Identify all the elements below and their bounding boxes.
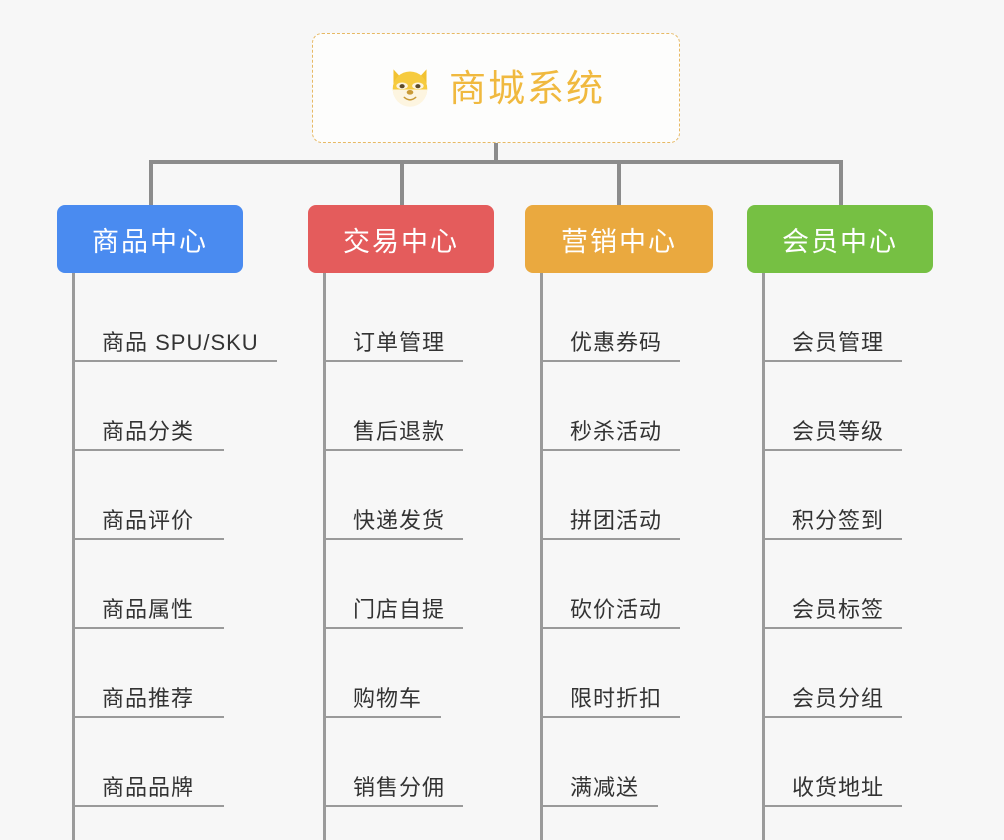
- leaf-label: 商品属性: [102, 596, 195, 622]
- leaf-label: 优惠券码: [570, 329, 663, 355]
- leaf-label: 砍价活动: [570, 596, 663, 622]
- leaf-label: 商品分类: [102, 418, 195, 444]
- branch-marketing-center: 营销中心 优惠券码 秒杀活动 拼团活动 砍价活动 限时折扣: [525, 205, 713, 840]
- leaf-label: 会员标签: [792, 596, 885, 622]
- leaf-rule: [762, 538, 902, 540]
- connector-drop-4: [839, 160, 843, 207]
- leaf-label: 商品推荐: [102, 685, 195, 711]
- leaf-label: 积分签到: [792, 507, 885, 533]
- leaf-rule: [540, 716, 680, 718]
- leaf-item[interactable]: 积分签到: [747, 451, 933, 540]
- leaf-item[interactable]: 商品评价: [57, 451, 259, 540]
- leaf-rule: [540, 360, 680, 362]
- leaf-item[interactable]: 订单管理: [308, 273, 494, 362]
- leaf-item[interactable]: 满减送: [525, 718, 713, 807]
- leaf-item[interactable]: 销售分佣: [308, 718, 494, 807]
- leaf-rule: [72, 805, 224, 807]
- branch-header-marketing-center[interactable]: 营销中心: [525, 205, 713, 273]
- root-title: 商城系统: [449, 67, 605, 109]
- connector-bus: [149, 160, 843, 164]
- leaf-item[interactable]: 收货地址: [747, 718, 933, 807]
- branch-member-center: 会员中心 会员管理 会员等级 积分签到 会员标签 会员分组: [747, 205, 933, 840]
- leaf-item[interactable]: 优惠券码: [525, 273, 713, 362]
- trunk-line: [72, 273, 75, 840]
- leaf-label: 秒杀活动: [570, 418, 663, 444]
- connector-stem: [494, 143, 498, 163]
- branch-header-product-center[interactable]: 商品中心: [57, 205, 243, 273]
- leaf-item[interactable]: 商品 SPU/SKU: [57, 273, 277, 362]
- leaf-item[interactable]: 秒杀活动: [525, 362, 713, 451]
- leaf-rule: [323, 360, 463, 362]
- connector-drop-2: [400, 160, 404, 207]
- leaf-list-trade-center: 订单管理 售后退款 快递发货 门店自提 购物车 销售分佣: [308, 273, 494, 840]
- shiba-dog-face-icon: [392, 69, 428, 107]
- leaf-rule: [323, 627, 463, 629]
- leaf-label: 满减送: [570, 774, 640, 800]
- connector-drop-3: [617, 160, 621, 207]
- leaf-rule: [72, 360, 277, 362]
- leaf-label: 会员等级: [792, 418, 885, 444]
- leaf-list-product-center: 商品 SPU/SKU 商品分类 商品评价 商品属性 商品推荐 商品品牌: [57, 273, 277, 840]
- leaf-label: 购物车: [353, 685, 423, 711]
- leaf-item[interactable]: 会员分组: [747, 629, 933, 718]
- leaf-rule: [72, 449, 224, 451]
- leaf-rule: [323, 449, 463, 451]
- branch-product-center: 商品中心 商品 SPU/SKU 商品分类 商品评价 商品属性 商品推荐: [57, 205, 277, 840]
- leaf-label: 会员分组: [792, 685, 885, 711]
- leaf-item[interactable]: 限时折扣: [525, 629, 713, 718]
- leaf-label: 订单管理: [353, 329, 446, 355]
- trunk-line: [323, 273, 326, 840]
- leaf-item[interactable]: 会员等级: [747, 362, 933, 451]
- leaf-rule: [540, 538, 680, 540]
- leaf-item[interactable]: 商品品牌: [57, 718, 259, 807]
- leaf-label: 售后退款: [353, 418, 446, 444]
- leaf-rule: [72, 716, 224, 718]
- branch-header-member-center[interactable]: 会员中心: [747, 205, 933, 273]
- leaf-rule: [762, 627, 902, 629]
- leaf-rule: [762, 360, 902, 362]
- leaf-label: 销售分佣: [353, 774, 446, 800]
- leaf-label: 商品评价: [102, 507, 195, 533]
- trunk-line: [540, 273, 543, 840]
- leaf-label: 限时折扣: [570, 685, 663, 711]
- leaf-list-member-center: 会员管理 会员等级 积分签到 会员标签 会员分组 收货地址: [747, 273, 933, 840]
- branch-header-trade-center[interactable]: 交易中心: [308, 205, 494, 273]
- leaf-label: 商品品牌: [102, 774, 195, 800]
- leaf-rule: [323, 538, 463, 540]
- leaf-item[interactable]: 砍价活动: [525, 540, 713, 629]
- branch-trade-center: 交易中心 订单管理 售后退款 快递发货 门店自提 购物车: [308, 205, 494, 840]
- leaf-rule: [540, 627, 680, 629]
- leaf-item[interactable]: 快递发货: [308, 451, 494, 540]
- leaf-label: 商品 SPU/SKU: [102, 329, 259, 355]
- leaf-item[interactable]: 购物车: [308, 629, 494, 718]
- leaf-item[interactable]: 门店自提: [308, 540, 494, 629]
- leaf-item[interactable]: 商品推荐: [57, 629, 259, 718]
- leaf-rule: [762, 805, 902, 807]
- leaf-rule: [762, 716, 902, 718]
- leaf-item[interactable]: 商品分类: [57, 362, 259, 451]
- leaf-label: 收货地址: [792, 774, 885, 800]
- leaf-rule: [72, 538, 224, 540]
- trunk-line: [762, 273, 765, 840]
- leaf-rule: [323, 716, 441, 718]
- leaf-rule: [762, 449, 902, 451]
- leaf-list-marketing-center: 优惠券码 秒杀活动 拼团活动 砍价活动 限时折扣 满减送: [525, 273, 713, 840]
- leaf-rule: [540, 449, 680, 451]
- connector-drop-1: [149, 160, 153, 207]
- leaf-rule: [323, 805, 463, 807]
- leaf-label: 拼团活动: [570, 507, 663, 533]
- leaf-label: 门店自提: [353, 596, 446, 622]
- leaf-item[interactable]: 商品属性: [57, 540, 259, 629]
- leaf-label: 会员管理: [792, 329, 885, 355]
- leaf-item[interactable]: 售后退款: [308, 362, 494, 451]
- leaf-item[interactable]: 会员管理: [747, 273, 933, 362]
- leaf-item[interactable]: 会员标签: [747, 540, 933, 629]
- leaf-rule: [540, 805, 658, 807]
- leaf-rule: [72, 627, 224, 629]
- leaf-label: 快递发货: [353, 507, 446, 533]
- leaf-item[interactable]: 拼团活动: [525, 451, 713, 540]
- root-node[interactable]: 商城系统: [312, 33, 680, 143]
